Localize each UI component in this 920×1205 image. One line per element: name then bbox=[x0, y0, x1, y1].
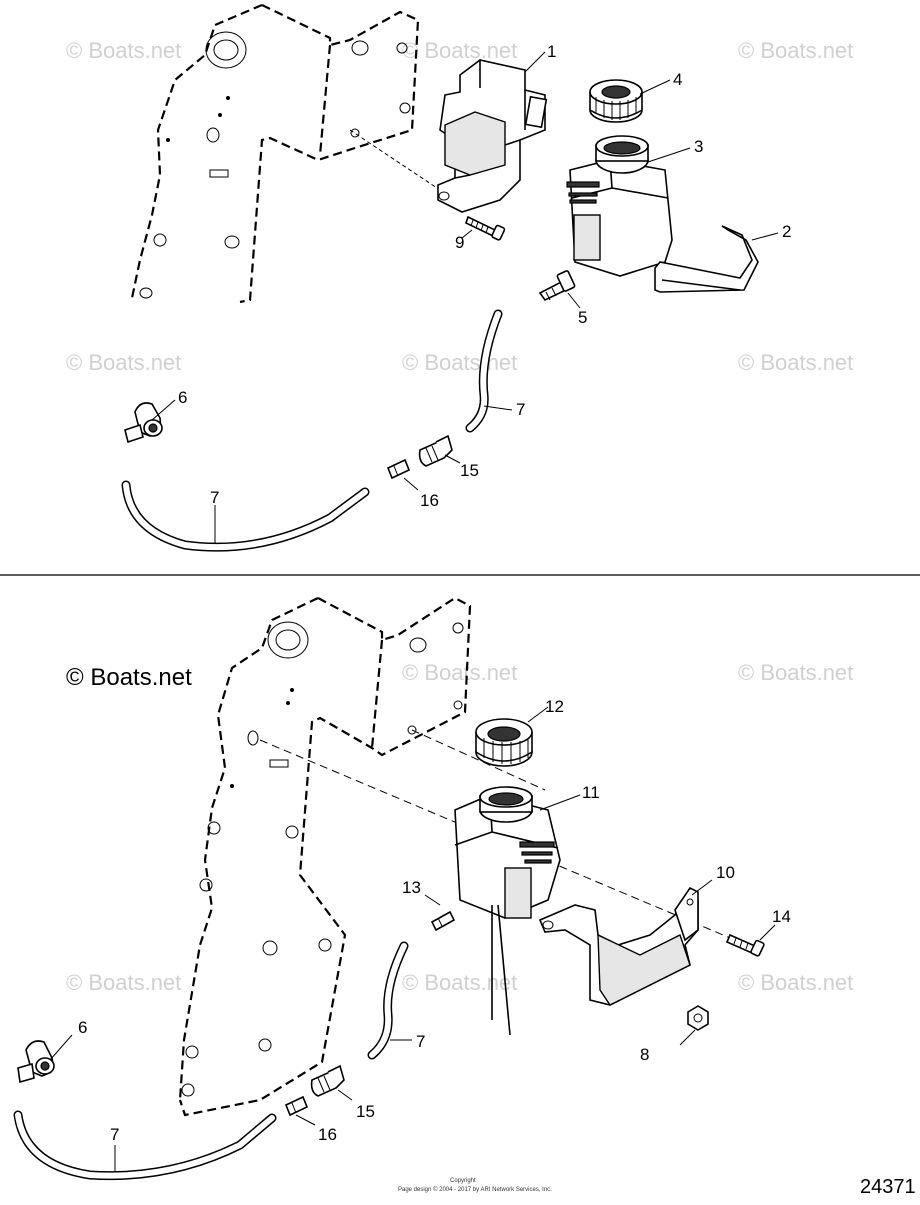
callout-13: 13 bbox=[402, 878, 421, 897]
callout-15: 15 bbox=[460, 461, 479, 480]
watermark: © Boats.net bbox=[402, 350, 517, 375]
callout-3: 3 bbox=[694, 137, 703, 156]
callout-9: 9 bbox=[455, 233, 464, 252]
callout-2: 2 bbox=[782, 222, 791, 241]
callout-leaders bbox=[151, 51, 779, 543]
mount-line bbox=[259, 739, 736, 941]
check-valve bbox=[418, 434, 453, 467]
watermark: © Boats.net bbox=[738, 38, 853, 63]
callout-7: 7 bbox=[110, 1125, 119, 1144]
callout-8: 8 bbox=[640, 1045, 649, 1064]
watermark: © Boats.net bbox=[66, 38, 181, 63]
bolt bbox=[465, 215, 506, 241]
callout-16: 16 bbox=[318, 1125, 337, 1144]
top-section: 1 2 3 4 5 6 7 7 9 15 16 bbox=[121, 3, 791, 552]
hose-elbow bbox=[17, 1040, 55, 1084]
callout-10: 10 bbox=[716, 863, 735, 882]
callout-7: 7 bbox=[516, 400, 525, 419]
callout-leaders bbox=[49, 706, 776, 1172]
watermark: © Boats.net bbox=[738, 970, 853, 995]
callout-14: 14 bbox=[772, 907, 791, 926]
callout-1: 1 bbox=[547, 42, 556, 61]
callout-4: 4 bbox=[673, 70, 682, 89]
drawing-number: 24371 bbox=[860, 1176, 916, 1198]
watermark: © Boats.net bbox=[66, 350, 181, 375]
coolant-hose-short bbox=[367, 941, 409, 1060]
mounting-bracket bbox=[538, 886, 699, 1006]
mount-line bbox=[411, 729, 546, 791]
hose-fitting bbox=[430, 910, 456, 932]
check-valve bbox=[310, 1064, 345, 1097]
callout-16: 16 bbox=[420, 491, 439, 510]
watermark-dark: © Boats.net bbox=[66, 664, 192, 691]
coolant-reservoir bbox=[454, 786, 561, 919]
coolant-hose-long bbox=[121, 480, 370, 552]
callout-12: 12 bbox=[545, 697, 564, 716]
watermark: © Boats.net bbox=[402, 660, 517, 685]
callout-15: 15 bbox=[356, 1102, 375, 1121]
coolant-reservoir bbox=[566, 135, 673, 277]
hose-elbow bbox=[124, 402, 163, 444]
callout-5: 5 bbox=[578, 308, 587, 327]
callout-7: 7 bbox=[416, 1032, 425, 1051]
callout-7: 7 bbox=[210, 488, 219, 507]
engine-bracket-phantom bbox=[130, 3, 420, 304]
copyright-label: Copyright bbox=[450, 1178, 476, 1184]
callout-11: 11 bbox=[582, 783, 600, 802]
reservoir-strap bbox=[654, 225, 759, 293]
coolant-hose-long bbox=[13, 1110, 277, 1181]
mount-line bbox=[349, 129, 441, 191]
watermark: © Boats.net bbox=[738, 660, 853, 685]
bottom-section: 6 7 7 8 10 11 12 13 14 15 16 bbox=[13, 596, 791, 1181]
hex-nut bbox=[687, 1005, 709, 1031]
watermarks: © Boats.net © Boats.net © Boats.net © Bo… bbox=[66, 38, 853, 995]
watermark: © Boats.net bbox=[66, 970, 181, 995]
watermark: © Boats.net bbox=[738, 350, 853, 375]
bolt bbox=[725, 933, 765, 957]
copyright-line: Page design © 2004 - 2017 by ARI Network… bbox=[398, 1186, 552, 1193]
callout-6: 6 bbox=[178, 388, 187, 407]
small-fitting bbox=[284, 1095, 309, 1117]
hose-fitting bbox=[538, 270, 576, 302]
callout-6: 6 bbox=[78, 1018, 87, 1037]
mounting-bracket bbox=[437, 59, 548, 213]
watermark: © Boats.net bbox=[402, 970, 517, 995]
reservoir-cap bbox=[475, 718, 533, 767]
coolant-hose-short bbox=[465, 309, 503, 433]
watermark: © Boats.net bbox=[402, 38, 517, 63]
small-fitting bbox=[386, 458, 411, 480]
engine-bracket-phantom bbox=[178, 596, 472, 1117]
sensor-wires bbox=[491, 904, 511, 1036]
reservoir-cap bbox=[589, 79, 643, 123]
